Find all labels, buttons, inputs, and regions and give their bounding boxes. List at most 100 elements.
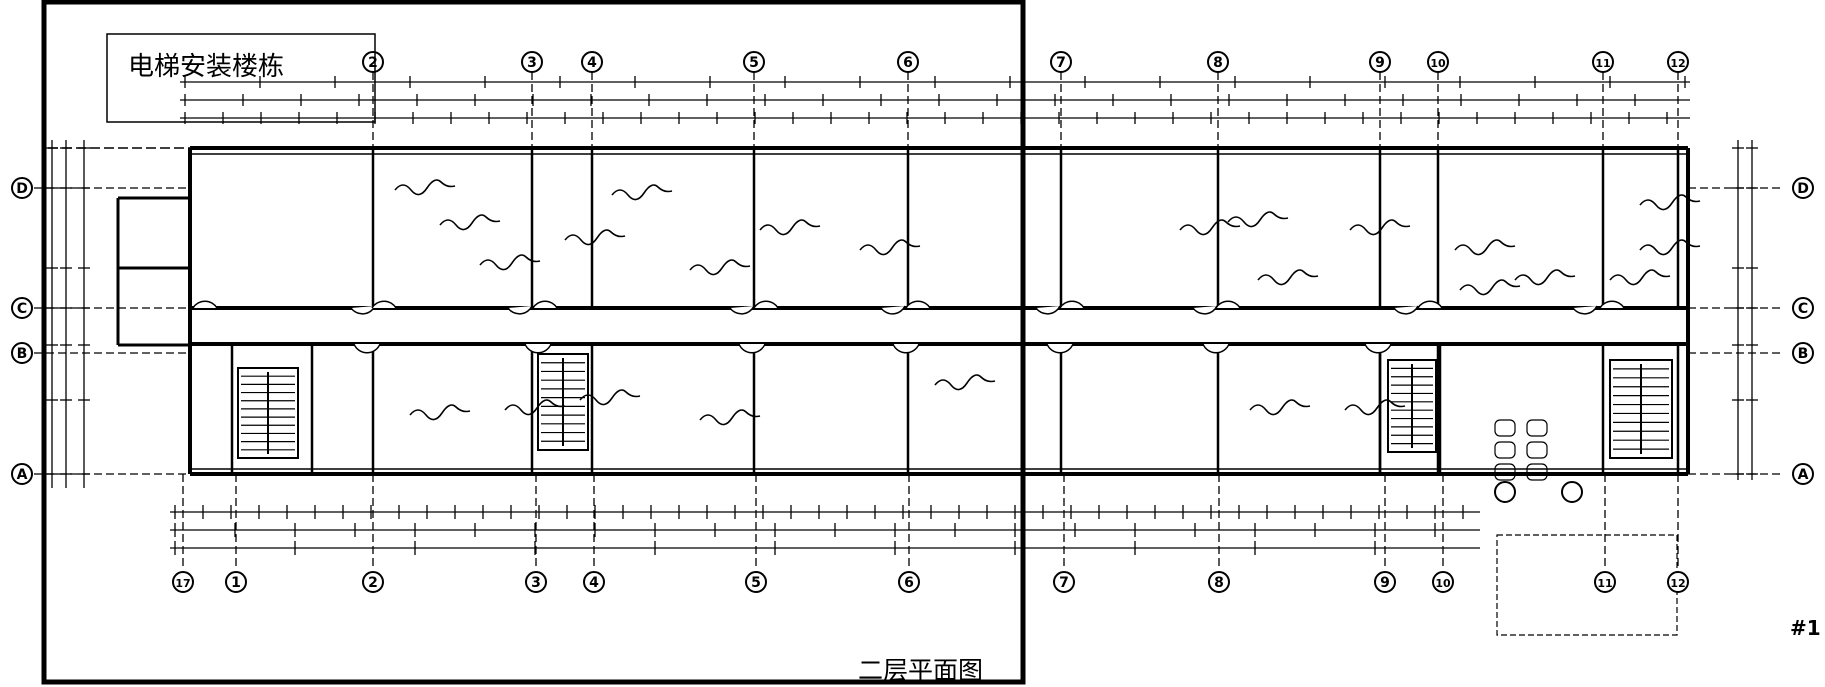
svg-text:4: 4 bbox=[589, 575, 599, 591]
dimension-lines bbox=[34, 72, 1784, 570]
svg-text:1: 1 bbox=[231, 575, 241, 591]
svg-text:5: 5 bbox=[749, 55, 759, 71]
svg-text:C: C bbox=[17, 301, 27, 317]
title-label: 电梯安装楼栋 bbox=[128, 52, 285, 82]
door-swing bbox=[1046, 343, 1074, 354]
axis-bubble-right: C bbox=[1792, 297, 1814, 319]
door-swing bbox=[1192, 305, 1218, 315]
handwritten-note bbox=[564, 229, 626, 246]
floor-drain bbox=[1494, 481, 1516, 503]
axis-bubble-top: 7 bbox=[1050, 51, 1072, 73]
handwritten-note bbox=[1257, 269, 1319, 286]
toilet-fixture bbox=[1494, 441, 1516, 459]
axis-bubble-top: 11 bbox=[1592, 51, 1614, 73]
svg-text:12: 12 bbox=[1670, 577, 1685, 590]
stair-box bbox=[1609, 359, 1673, 459]
door-swing bbox=[738, 343, 766, 354]
svg-text:6: 6 bbox=[904, 575, 914, 591]
axis-bubble-top: 10 bbox=[1427, 51, 1449, 73]
door-swing bbox=[753, 300, 779, 309]
axis-bubble-top: 8 bbox=[1207, 51, 1229, 73]
toilet-fixture bbox=[1526, 419, 1548, 437]
svg-text:D: D bbox=[1797, 181, 1809, 197]
axis-bubble-left: C bbox=[11, 297, 33, 319]
axis-bubble-bottom: 17 bbox=[172, 571, 194, 593]
handwritten-note bbox=[1249, 399, 1311, 416]
handwritten-note bbox=[611, 184, 673, 201]
door-swing bbox=[1417, 300, 1443, 309]
axis-bubble-left: A bbox=[11, 463, 33, 485]
corner-mark: #1 bbox=[1790, 616, 1821, 640]
hatched-area bbox=[1496, 534, 1678, 636]
svg-text:10: 10 bbox=[1435, 577, 1451, 590]
handwritten-note bbox=[1639, 194, 1701, 211]
door-swing bbox=[729, 305, 755, 315]
axis-bubble-top: 12 bbox=[1667, 51, 1689, 73]
svg-text:2: 2 bbox=[368, 575, 378, 591]
svg-text:12: 12 bbox=[1670, 57, 1685, 70]
door-swing bbox=[1215, 300, 1241, 309]
svg-text:3: 3 bbox=[527, 55, 537, 71]
door-swing bbox=[524, 343, 552, 354]
axis-bubble-right: D bbox=[1792, 177, 1814, 199]
axis-bubble-top: 9 bbox=[1369, 51, 1391, 73]
svg-text:D: D bbox=[16, 181, 28, 197]
axis-bubble-right: A bbox=[1792, 463, 1814, 485]
door-swing bbox=[1059, 300, 1085, 309]
svg-text:2: 2 bbox=[368, 55, 378, 71]
svg-text:B: B bbox=[17, 346, 28, 362]
toilet-fixture bbox=[1526, 441, 1548, 459]
door-swing bbox=[350, 305, 376, 315]
handwritten-note bbox=[1459, 279, 1521, 296]
svg-text:A: A bbox=[17, 467, 28, 483]
handwritten-note bbox=[759, 219, 821, 236]
axis-bubble-bottom: 6 bbox=[898, 571, 920, 593]
axis-bubble-top: 3 bbox=[521, 51, 543, 73]
axis-bubble-bottom: 9 bbox=[1374, 571, 1396, 593]
axis-bubble-bottom: 3 bbox=[525, 571, 547, 593]
handwritten-note bbox=[1349, 219, 1411, 236]
svg-text:11: 11 bbox=[1597, 577, 1612, 590]
handwritten-note bbox=[934, 374, 996, 391]
handwritten-annotations bbox=[394, 179, 1701, 426]
svg-text:4: 4 bbox=[587, 55, 597, 71]
handwritten-note bbox=[689, 259, 751, 276]
handwritten-note bbox=[699, 409, 761, 426]
door-swing bbox=[507, 305, 533, 315]
svg-text:7: 7 bbox=[1059, 575, 1069, 591]
axis-bubble-top: 6 bbox=[897, 51, 919, 73]
door-swing bbox=[1035, 305, 1061, 315]
axis-bubble-top: 4 bbox=[581, 51, 603, 73]
handwritten-note bbox=[859, 239, 921, 256]
axis-bubble-bottom: 1 bbox=[225, 571, 247, 593]
svg-text:6: 6 bbox=[903, 55, 913, 71]
svg-text:3: 3 bbox=[531, 575, 541, 591]
svg-text:8: 8 bbox=[1213, 55, 1223, 71]
axis-bubble-left: D bbox=[11, 177, 33, 199]
handwritten-note bbox=[394, 179, 456, 196]
floor-drain bbox=[1561, 481, 1583, 503]
axis-bubble-bottom: 8 bbox=[1208, 571, 1230, 593]
title-box bbox=[106, 33, 376, 123]
svg-text:C: C bbox=[1798, 301, 1808, 317]
axis-bubble-bottom: 2 bbox=[362, 571, 384, 593]
handwritten-note bbox=[1639, 239, 1701, 256]
toilet-fixture bbox=[1526, 463, 1548, 481]
stair-box bbox=[537, 353, 589, 451]
drawing-caption: 二层平面图 bbox=[858, 656, 984, 685]
axis-bubble-bottom: 11 bbox=[1594, 571, 1616, 593]
door-swing bbox=[353, 343, 381, 354]
toilet-fixture bbox=[1494, 419, 1516, 437]
axis-bubble-right: B bbox=[1792, 342, 1814, 364]
door-swing bbox=[532, 300, 558, 309]
axis-bubble-bottom: 10 bbox=[1432, 571, 1454, 593]
svg-text:17: 17 bbox=[175, 577, 190, 590]
handwritten-note bbox=[409, 404, 471, 421]
axis-bubble-top: 5 bbox=[743, 51, 765, 73]
door-swing bbox=[1202, 343, 1230, 354]
stair-box bbox=[1387, 359, 1437, 453]
door-swing bbox=[1572, 305, 1598, 315]
svg-text:8: 8 bbox=[1214, 575, 1224, 591]
handwritten-note bbox=[479, 254, 541, 271]
